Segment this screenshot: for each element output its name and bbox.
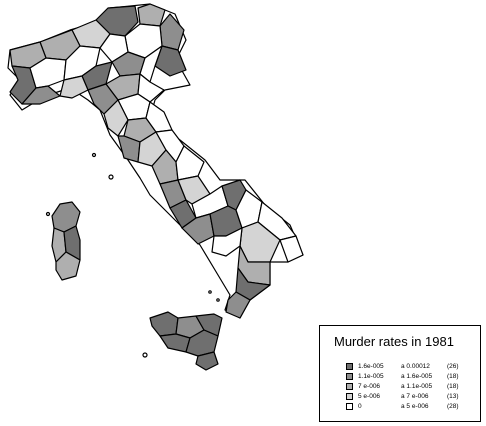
region-c-7	[145, 101, 173, 133]
region-north-10	[139, 45, 163, 83]
legend-count: (28)	[447, 403, 459, 410]
legend-upper: a 5 e-006	[401, 403, 429, 410]
region-north-7	[99, 33, 129, 63]
legend-swatch	[346, 363, 353, 370]
region-sardinia-east	[63, 225, 81, 261]
legend-count: (13)	[447, 393, 459, 400]
legend-upper: a 0.00012	[401, 363, 430, 370]
region-s-8	[279, 235, 304, 263]
legend-upper: a 1.6e-005	[401, 373, 433, 380]
island-small-2	[142, 352, 148, 358]
island-elba	[108, 174, 114, 180]
legend-lower: 1.1e-005	[358, 373, 384, 380]
legend-count: (18)	[447, 373, 459, 380]
map-legend: Murder rates in 1981 1.6e-005 a 0.00012 …	[319, 325, 481, 422]
legend-swatch	[346, 373, 353, 380]
island-small-5	[216, 298, 220, 302]
legend-swatch	[346, 393, 353, 400]
region-s-13	[225, 291, 251, 319]
legend-lower: 7 e-006	[358, 383, 381, 390]
region-north-2	[137, 3, 166, 27]
legend-upper: a 7 e-006	[401, 393, 429, 400]
legend-lower: 5 e-006	[358, 393, 381, 400]
region-s-12	[235, 267, 271, 301]
region-c-12	[175, 145, 205, 181]
region-sicily-south	[195, 351, 219, 371]
legend-count: (18)	[447, 383, 459, 390]
region-sicily-center-s	[159, 333, 191, 353]
region-sicily-west	[149, 311, 179, 337]
legend-lower: 0	[358, 403, 362, 410]
region-sicily-east-n	[195, 313, 223, 337]
legend-count: (26)	[447, 363, 459, 370]
region-c-5	[103, 99, 129, 137]
legend-title: Murder rates in 1981	[334, 334, 454, 349]
legend-swatch	[346, 403, 353, 410]
island-small-1	[91, 152, 97, 158]
region-nw-4	[21, 85, 61, 105]
region-nw-7	[59, 75, 89, 99]
legend-upper: a 1.1e-005	[401, 383, 433, 390]
island-small-4	[208, 290, 212, 294]
island-small-3	[45, 211, 51, 217]
legend-lower: 1.6e-005	[358, 363, 384, 370]
legend-swatch	[346, 383, 353, 390]
region-sardinia-south	[55, 251, 81, 281]
